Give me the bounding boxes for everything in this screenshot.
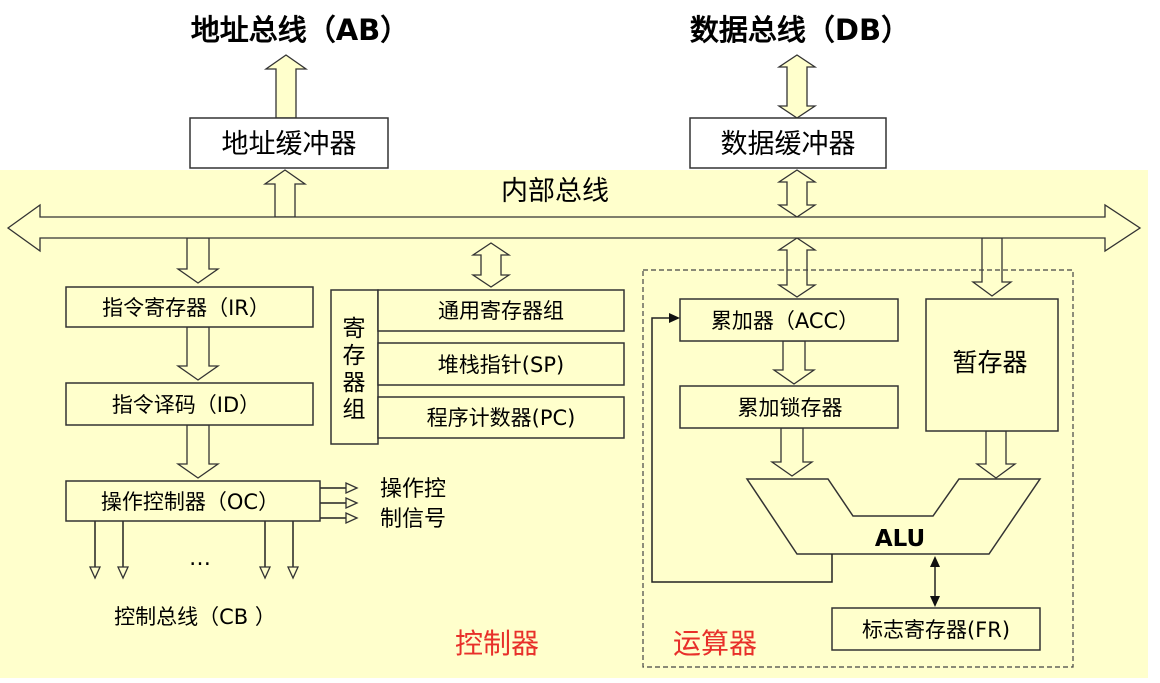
alu-fr-arrowhead-up	[930, 556, 940, 567]
data-bus-title: 数据总线（DB）	[690, 13, 910, 47]
control-signals-label-1: 操作控	[380, 477, 446, 502]
general-registers-box	[377, 289, 625, 332]
flag-register-box	[831, 607, 1041, 651]
control-bus-label: 控制总线（CB ）	[114, 605, 276, 629]
control-signal-arrowhead	[345, 481, 359, 495]
address-buffer-label: 地址缓冲器	[222, 129, 357, 160]
ir-label: 指令寄存器（IR）	[102, 296, 270, 320]
control-bus-arrowhead	[88, 566, 102, 580]
program-counter-box	[377, 396, 625, 439]
oc-label: 操作控制器（OC）	[101, 490, 279, 514]
control-signals-label-2: 制信号	[380, 507, 446, 532]
acc-box	[679, 298, 899, 342]
address-buffer-box	[189, 117, 389, 169]
data-bus-double-arrow	[776, 54, 818, 119]
id-to-oc-arrow	[175, 424, 221, 479]
alu-shape	[745, 478, 1042, 555]
internal-bus-arrow	[6, 203, 1142, 253]
alu-unit-dashed-border	[642, 269, 1074, 668]
register-group-label-char: 存	[343, 343, 366, 369]
temp-register-label: 暂存器	[952, 348, 1027, 377]
stack-pointer-box	[377, 342, 625, 386]
ellipsis: …	[189, 546, 211, 571]
register-group-label-char: 寄	[343, 316, 366, 342]
buffer-to-address-arrow	[262, 169, 308, 218]
bus-register-group-double-arrow	[470, 242, 512, 288]
alu-unit-label: 运算器	[673, 627, 757, 660]
id-label: 指令译码（ID）	[112, 393, 260, 417]
stack-pointer-label: 堆栈指针(SP)	[438, 353, 564, 377]
register-group-label-char: 器	[343, 370, 366, 396]
id-box	[65, 382, 314, 426]
alu-feedback-line	[651, 317, 833, 583]
ir-to-id-arrow	[175, 326, 221, 381]
feedback-arrowhead	[669, 313, 680, 323]
acc-to-latch-arrow	[771, 340, 817, 385]
control-bus-arrowhead	[258, 566, 272, 580]
internal-bus-label: 内部总线	[501, 176, 609, 207]
bus-to-ir-arrow	[175, 237, 221, 284]
bus-to-temp-arrow	[971, 237, 1013, 297]
latch-box	[679, 385, 899, 429]
data-buffer-label: 数据缓冲器	[721, 129, 856, 160]
bus-acc-double-arrow	[776, 237, 818, 298]
controller-label: 控制器	[455, 627, 539, 660]
control-bus-arrowhead	[286, 566, 300, 580]
control-signal-arrowhead	[345, 496, 359, 510]
temp-to-alu-arrow	[975, 430, 1017, 479]
register-group-box	[330, 289, 379, 445]
address-bus-up-arrow	[263, 54, 309, 119]
temp-register-box	[925, 298, 1059, 432]
flag-register-label: 标志寄存器(FR)	[862, 618, 1010, 642]
latch-to-alu-arrow	[769, 427, 815, 477]
alu-fr-arrowhead-down	[930, 596, 940, 607]
data-buffer-box	[689, 117, 887, 169]
register-group-label-char: 组	[343, 397, 366, 423]
control-signal-arrowhead	[345, 511, 359, 525]
latch-label: 累加锁存器	[738, 396, 843, 420]
acc-label: 累加器（ACC）	[711, 309, 859, 333]
oc-box	[65, 480, 321, 522]
alu-label: ALU	[875, 526, 925, 552]
general-registers-label: 通用寄存器组	[438, 299, 564, 323]
control-bus-arrowhead	[116, 566, 130, 580]
ir-box	[65, 286, 314, 328]
address-bus-title: 地址总线（AB）	[191, 13, 410, 47]
program-counter-label: 程序计数器(PC)	[427, 406, 576, 430]
